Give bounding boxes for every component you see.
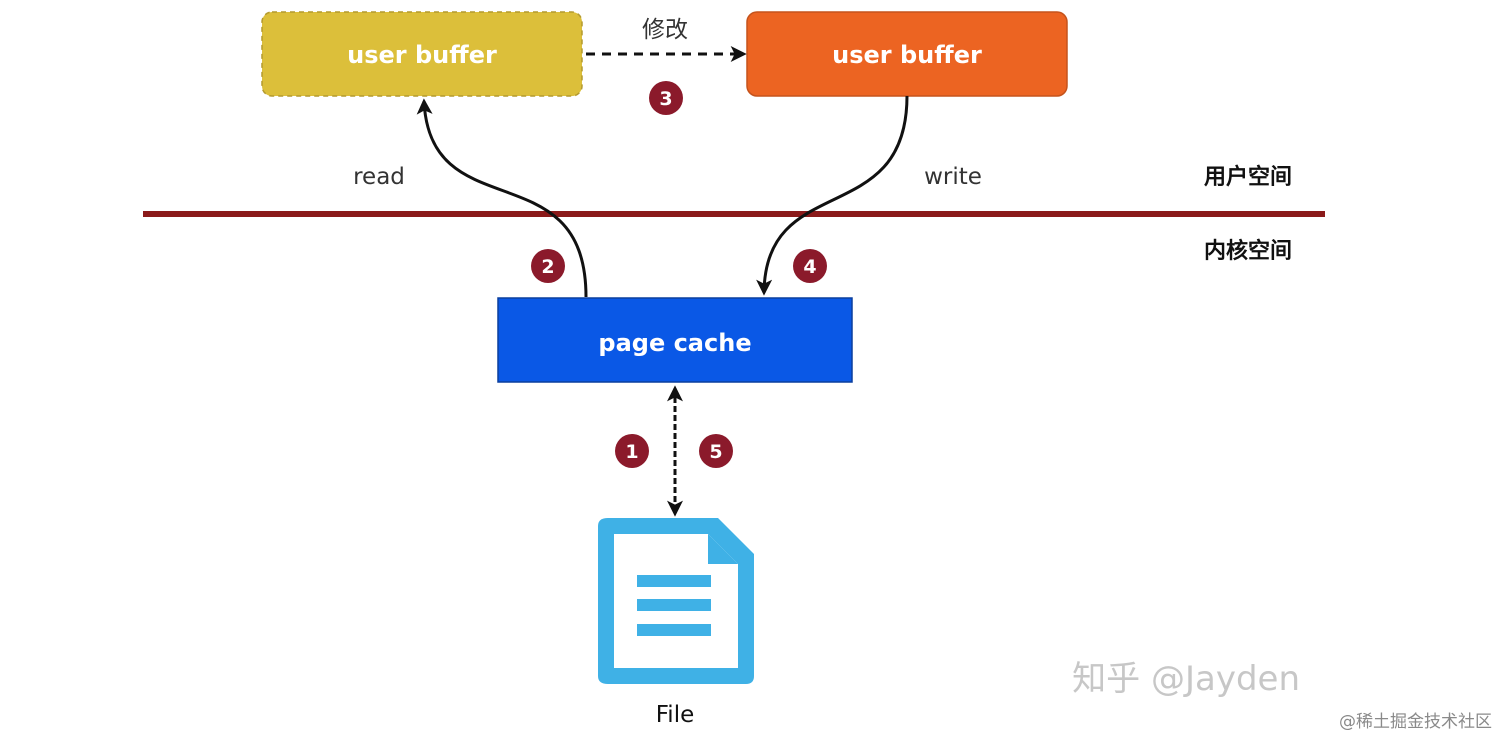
page-cache-box: page cache <box>497 297 853 383</box>
write-arrow <box>756 95 909 296</box>
watermark-main: 知乎 @Jayden <box>1072 659 1300 699</box>
read-label: read <box>353 164 405 190</box>
watermark-source: @稀土掘金技术社区 <box>1339 712 1492 732</box>
step-5-badge: 5 <box>699 434 733 468</box>
step-4-badge: 4 <box>793 249 827 283</box>
read-arrow <box>416 98 588 298</box>
svg-text:1: 1 <box>625 441 638 463</box>
page-cache-label: page cache <box>598 329 751 357</box>
write-label: write <box>924 164 982 190</box>
svg-text:3: 3 <box>659 88 672 110</box>
svg-text:5: 5 <box>709 441 722 463</box>
step-3-badge: 3 <box>649 81 683 115</box>
kernel-space-label: 内核空间 <box>1204 238 1292 264</box>
user-space-label: 用户空间 <box>1204 164 1292 190</box>
user-buffer-read-box: user buffer <box>261 11 583 97</box>
step-2-badge: 2 <box>531 249 565 283</box>
step-1-badge: 1 <box>615 434 649 468</box>
user-buffer-write-box: user buffer <box>746 11 1068 97</box>
modify-label: 修改 <box>642 17 688 43</box>
user-buffer-write-label: user buffer <box>832 41 982 69</box>
document-icon <box>598 518 754 684</box>
svg-text:4: 4 <box>803 256 816 278</box>
user-buffer-read-label: user buffer <box>347 41 497 69</box>
file-label: File <box>656 702 695 728</box>
svg-text:2: 2 <box>541 256 554 278</box>
